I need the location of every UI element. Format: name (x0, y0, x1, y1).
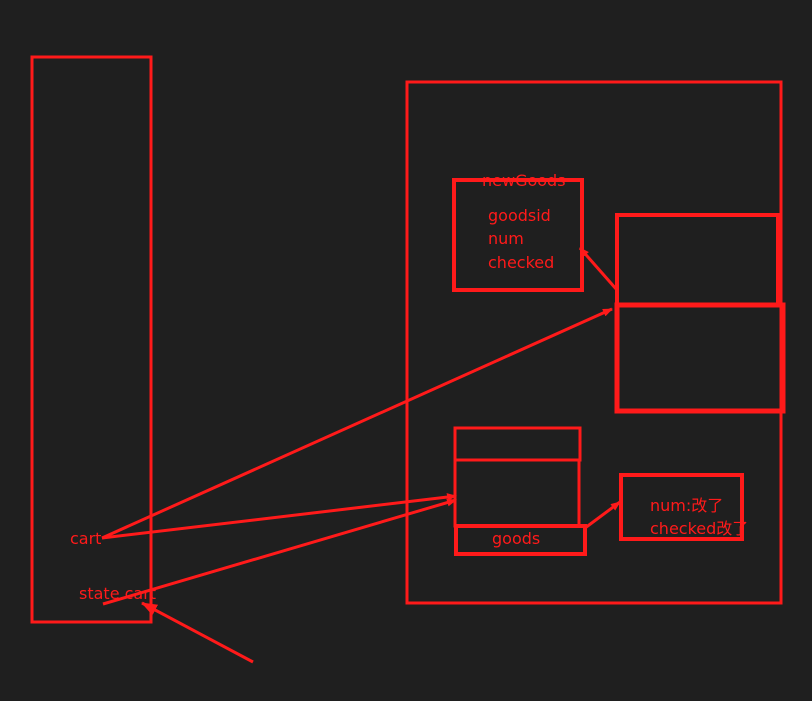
arrow-goods-to-changed (584, 500, 621, 530)
arrow-pointer-to-state-cart (141, 601, 254, 664)
new-goods-field-checked: checked (488, 253, 555, 272)
new-goods-box (452, 178, 584, 292)
arrow-state-cart-to-old-cart (102, 498, 457, 606)
state-container-box (30, 55, 153, 624)
arrow-array-to-new-goods (578, 247, 619, 291)
old-cart-middle-box (453, 458, 581, 528)
new-goods-field-num: num (488, 229, 524, 248)
arrow-cart-to-old-cart (101, 493, 457, 540)
changed-fields-box (619, 473, 744, 541)
changed-checked-label: checked改了 (650, 519, 749, 538)
cart-label: cart (70, 529, 102, 548)
old-cart-top-box (453, 426, 582, 462)
goods-box (454, 524, 587, 556)
changed-num-label: num:改了 (650, 496, 724, 515)
cart-array-top-box (615, 213, 780, 307)
state-cart-label: state.cart (79, 584, 157, 603)
arrow-cart-to-array (101, 307, 613, 540)
cart-array-bottom-box (614, 302, 786, 414)
goods-label: goods (492, 529, 541, 548)
new-goods-field-goodsid: goodsid (488, 206, 551, 225)
new-goods-label: newGoods (482, 171, 566, 190)
